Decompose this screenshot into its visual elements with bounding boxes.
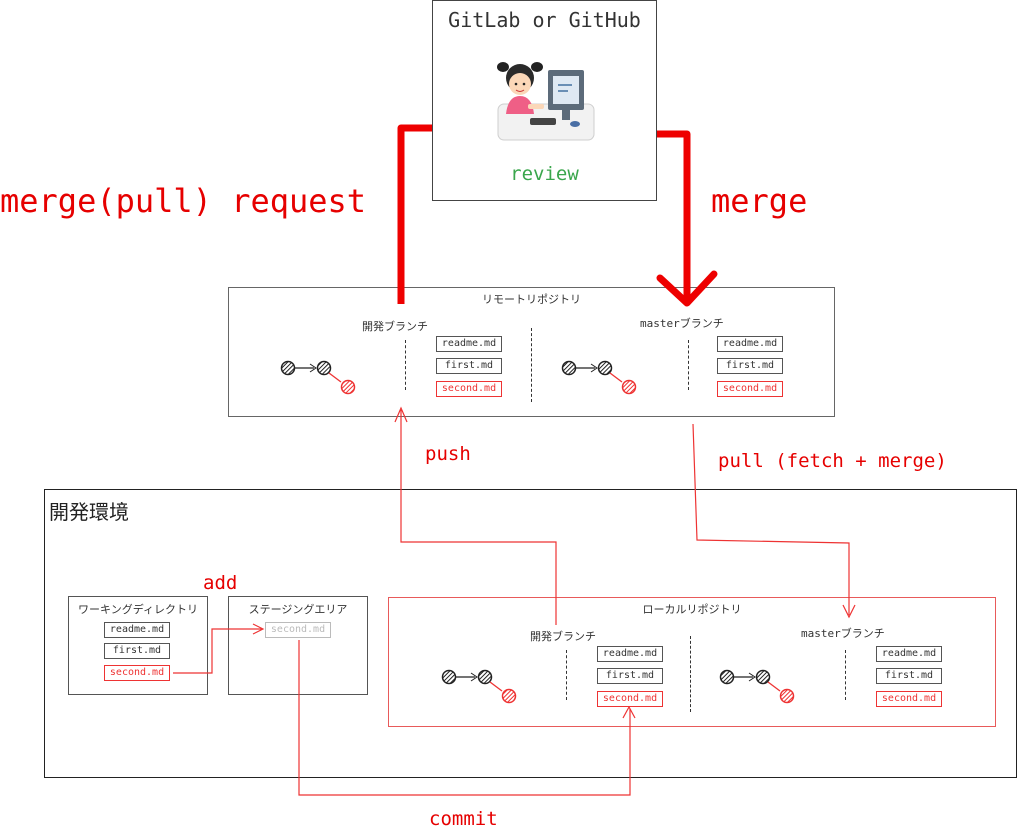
remote-dev-file-readme: readme.md (436, 336, 502, 352)
working-file-readme: readme.md (104, 622, 170, 638)
local-sep (690, 636, 691, 712)
local-master-branch-label: masterブランチ (801, 627, 885, 640)
remote-sep (531, 328, 532, 402)
remote-master-file-first: first.md (717, 358, 783, 374)
hosting-service-box (432, 0, 657, 201)
remote-master-divider (688, 340, 689, 390)
staging-file-second: second.md (265, 622, 331, 638)
add-label: add (203, 572, 238, 594)
remote-dev-file-first: first.md (436, 358, 502, 374)
working-directory-title: ワーキングディレクトリ (78, 603, 198, 616)
local-master-divider (845, 650, 846, 700)
working-file-second: second.md (104, 665, 170, 681)
merge-request-label: merge(pull) request (0, 182, 367, 220)
hosting-service-title: GitLab or GitHub (448, 8, 641, 32)
staging-area-title: ステージングエリア (248, 603, 348, 616)
merge-request-arrow (397, 124, 432, 304)
local-dev-file-second: second.md (597, 691, 663, 707)
local-master-file-readme: readme.md (876, 646, 942, 662)
local-repository-title: ローカルリポジトリ (642, 603, 742, 616)
push-label: push (425, 443, 471, 465)
working-file-first: first.md (104, 643, 170, 659)
local-dev-file-first: first.md (597, 668, 663, 684)
merge-arrow (657, 130, 691, 300)
pull-label: pull (fetch + merge) (718, 450, 947, 472)
remote-master-file-second: second.md (717, 381, 783, 397)
remote-master-file-readme: readme.md (717, 336, 783, 352)
remote-dev-file-second: second.md (436, 381, 502, 397)
merge-label: merge (711, 182, 808, 220)
remote-dev-divider (405, 340, 406, 390)
remote-repository-title: リモートリポジトリ (482, 293, 581, 306)
local-dev-file-readme: readme.md (597, 646, 663, 662)
local-master-file-second: second.md (876, 691, 942, 707)
local-dev-branch-label: 開発ブランチ (530, 630, 596, 643)
local-master-file-first: first.md (876, 668, 942, 684)
local-dev-divider (566, 650, 567, 700)
dev-environment-title: 開発環境 (49, 500, 129, 524)
review-caption: review (510, 163, 579, 185)
remote-master-branch-label: masterブランチ (640, 317, 724, 330)
remote-dev-branch-label: 開発ブランチ (362, 320, 428, 333)
commit-label: commit (429, 808, 498, 830)
